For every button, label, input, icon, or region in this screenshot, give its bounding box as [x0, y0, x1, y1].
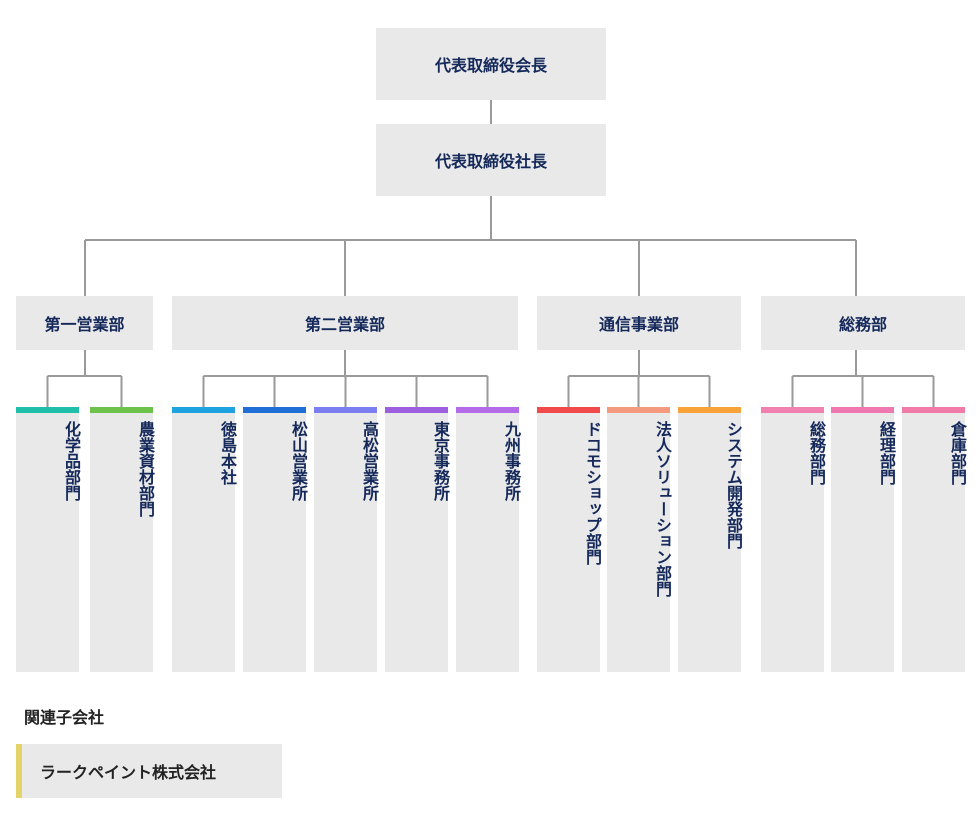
unit-label: システム開発部門 — [724, 421, 743, 549]
unit-label: 経理部門 — [877, 421, 896, 485]
unit-color-bar — [16, 407, 79, 413]
unit-box: 総務部門 — [761, 407, 826, 672]
unit-label: 九州事務所 — [502, 421, 521, 501]
department-label: 第二営業部 — [304, 315, 385, 334]
department-label: 第一営業部 — [44, 315, 125, 334]
unit-box: 倉庫部門 — [902, 407, 967, 672]
department-box: 総務部 — [761, 296, 965, 350]
unit-box: 徳島本社 — [172, 407, 237, 672]
department-box: 通信事業部 — [537, 296, 741, 350]
unit-color-bar — [831, 407, 894, 413]
unit-label: 法人ソリューション部門 — [653, 421, 672, 597]
unit-box: 経理部門 — [831, 407, 896, 672]
unit-color-bar — [537, 407, 600, 413]
unit-label: 東京事務所 — [431, 421, 450, 501]
unit-box: 九州事務所 — [456, 407, 521, 672]
department-label: 総務部 — [838, 315, 887, 334]
affiliate-company-label: ラークペイント株式会社 — [40, 763, 217, 782]
affiliate-heading: 関連子会社 — [24, 708, 105, 727]
chairman-box: 代表取締役会長 — [376, 28, 606, 100]
unit-color-bar — [902, 407, 965, 413]
unit-color-bar — [456, 407, 519, 413]
department-box: 第一営業部 — [16, 296, 153, 350]
unit-label: 倉庫部門 — [948, 421, 967, 485]
unit-box: 高松営業所 — [314, 407, 379, 672]
unit-box: システム開発部門 — [678, 407, 743, 672]
unit-color-bar — [243, 407, 306, 413]
unit-label: ドコモショップ部門 — [583, 421, 602, 565]
chairman-label: 代表取締役会長 — [434, 56, 547, 75]
unit-color-bar — [607, 407, 670, 413]
unit-box: 松山営業所 — [243, 407, 308, 672]
unit-color-bar — [90, 407, 153, 413]
unit-box: 法人ソリューション部門 — [607, 407, 672, 672]
president-box: 代表取締役社長 — [376, 124, 606, 196]
unit-color-bar — [385, 407, 448, 413]
department-box: 第二営業部 — [172, 296, 518, 350]
unit-label: 化学品部門 — [62, 421, 81, 501]
unit-label: 徳島本社 — [218, 421, 237, 485]
unit-box: 農業資材部門 — [90, 407, 155, 672]
unit-color-bar — [314, 407, 377, 413]
unit-label: 総務部門 — [807, 421, 826, 485]
unit-color-bar — [761, 407, 824, 413]
unit-color-bar — [172, 407, 235, 413]
unit-box: 化学品部門 — [16, 407, 81, 672]
unit-label: 農業資材部門 — [136, 421, 155, 517]
unit-color-bar — [678, 407, 741, 413]
unit-label: 高松営業所 — [360, 421, 379, 501]
unit-label: 松山営業所 — [289, 421, 308, 501]
unit-box: ドコモショップ部門 — [537, 407, 602, 672]
affiliate-company-box: ラークペイント株式会社 — [16, 744, 282, 798]
department-label: 通信事業部 — [598, 315, 679, 334]
president-label: 代表取締役社長 — [434, 152, 547, 171]
unit-box: 東京事務所 — [385, 407, 450, 672]
